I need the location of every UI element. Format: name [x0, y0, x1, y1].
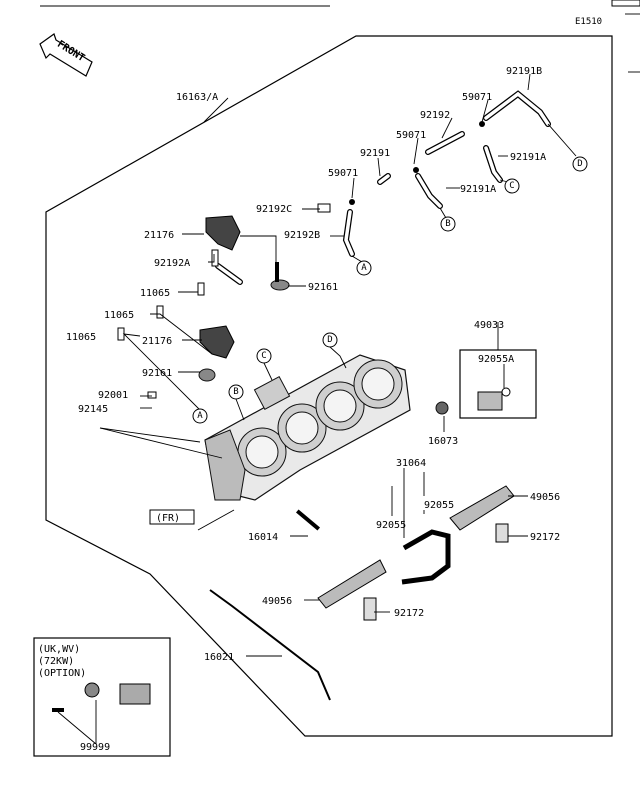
part-labels: 16163/A 92191B 59071 92192 59071 92191 9…	[66, 66, 560, 753]
label-11065-b: 11065	[104, 310, 134, 321]
label-92001: 92001	[98, 390, 128, 401]
label-92161-b: 92161	[142, 368, 172, 379]
figure-code: E1510	[575, 17, 602, 27]
label-92055-a: 92055	[424, 500, 454, 511]
label-31064: 31064	[396, 458, 426, 469]
label-99999: 99999	[80, 742, 110, 753]
front-arrow-icon: FRONT	[39, 33, 93, 77]
label-59071-b: 59071	[396, 130, 426, 141]
label-92145: 92145	[78, 404, 108, 415]
fr-label: (FR)	[156, 513, 180, 524]
fr-box	[149, 509, 195, 525]
label-92192: 92192	[420, 110, 450, 121]
throttle-body-assembly	[204, 354, 411, 501]
ref-d-top: D	[577, 159, 582, 169]
label-92055-b: 92055	[376, 520, 406, 531]
label-59071-c: 59071	[328, 168, 358, 179]
hose-joints	[211, 121, 485, 282]
label-92191: 92191	[360, 148, 390, 159]
assembly-frame	[45, 35, 613, 737]
cable-16021	[209, 589, 331, 701]
option-box	[33, 637, 171, 757]
ref-c-body: C	[261, 351, 266, 361]
vacuum-hoses	[215, 90, 551, 285]
label-92191A-1: 92191A	[510, 152, 546, 163]
label-21176-b: 21176	[142, 336, 172, 347]
label-11065-c: 11065	[66, 332, 96, 343]
o-ring-92161-top	[270, 279, 290, 291]
label-49056-b: 49056	[262, 596, 292, 607]
label-16073: 16073	[428, 436, 458, 447]
option-line-1: (UK,WV)	[38, 644, 80, 655]
ref-b-top: B	[445, 219, 450, 229]
label-16163A: 16163/A	[176, 92, 218, 103]
ref-d-body: D	[327, 335, 332, 345]
label-49033: 49033	[474, 320, 504, 331]
label-21176-a: 21176	[144, 230, 174, 241]
label-92172-a: 92172	[530, 532, 560, 543]
label-92192A: 92192A	[154, 258, 190, 269]
ref-markers: A B C D D C B A	[192, 123, 588, 424]
delivery-pipe-left	[317, 559, 387, 621]
label-92192B: 92192B	[284, 230, 320, 241]
ref-b-body: B	[233, 387, 238, 397]
option-line-2: (72KW)	[38, 656, 74, 667]
nozzles-11065	[117, 282, 205, 399]
label-16021: 16021	[204, 652, 234, 663]
ref-a-top: A	[361, 263, 367, 273]
label-16014: 16014	[248, 532, 278, 543]
page-edge	[40, 0, 640, 73]
label-92191A-2: 92191A	[460, 184, 496, 195]
ref-c-top: C	[509, 181, 514, 191]
sensor-21176-top	[205, 215, 241, 251]
rod-16014	[295, 509, 321, 531]
label-59071-a: 59071	[462, 92, 492, 103]
leader-lines	[57, 73, 531, 745]
o-ring-92161-mid	[198, 368, 216, 382]
option-line-3: (OPTION)	[38, 668, 86, 679]
label-11065-a: 11065	[140, 288, 170, 299]
fuel-parts-49033	[435, 387, 511, 415]
label-49056-a: 49056	[530, 492, 560, 503]
delivery-pipe-right	[449, 485, 515, 543]
ref-a-body: A	[197, 411, 203, 421]
label-92172-b: 92172	[394, 608, 424, 619]
label-92192C: 92192C	[256, 204, 292, 215]
sensor-21176-mid	[199, 325, 235, 359]
label-92191B: 92191B	[506, 66, 542, 77]
label-92161-a: 92161	[308, 282, 338, 293]
fuel-hose-31064	[401, 529, 451, 585]
vacuum-hoses-inner	[216, 91, 550, 284]
option-parts	[52, 682, 151, 712]
label-92055A: 92055A	[478, 354, 514, 365]
